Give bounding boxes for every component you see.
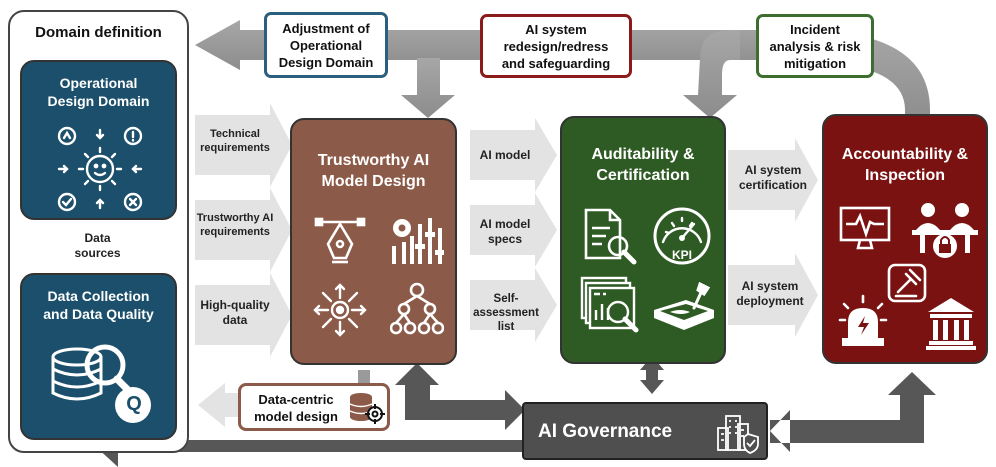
output-ai-model: AI model [479, 148, 531, 162]
odd-title-line1: Operational [59, 75, 138, 91]
governance-title: AI Governance [538, 421, 673, 442]
accountability-panel[interactable]: Accountability & Inspection [822, 114, 988, 364]
settings-sliders-icon [392, 218, 444, 264]
dcq-title-line2: and Data Quality [43, 306, 154, 322]
model-output-arrows [470, 118, 557, 342]
gavel-icon [887, 263, 927, 303]
requirement-arrows [195, 103, 292, 357]
domain-definition-title: Domain definition [35, 24, 162, 41]
data-centric-arrow [198, 383, 240, 427]
odd-title-line2: Design Domain [47, 93, 150, 109]
document-search-icon [584, 208, 637, 265]
auditability-panel[interactable]: Auditability & Certification KPI [560, 116, 726, 364]
system-output-arrows [728, 138, 818, 337]
model-design-title-line2: Model Design [321, 173, 426, 190]
database-magnifier-icon [51, 344, 151, 423]
accountability-title-line1: Accountability & [841, 146, 969, 163]
model-design-panel[interactable]: Trustworthy AI Model Design [290, 118, 457, 365]
governance-panel[interactable]: AI Governance [522, 402, 768, 460]
courthouse-icon [926, 298, 976, 350]
accountability-title-line2: Inspection [864, 167, 945, 184]
auditability-title-line1: Auditability & [591, 146, 695, 163]
dcq-title-line1: Data Collection [47, 288, 150, 304]
meeting-lock-icon [912, 203, 978, 258]
monitor-heartbeat-icon [839, 206, 891, 250]
model-design-title-line1: Trustworthy AI [317, 152, 430, 169]
buildings-shield-icon [717, 415, 759, 454]
pen-tool-icon [314, 217, 366, 264]
chart-magnifier-icon [580, 276, 639, 333]
sandbox-icon [654, 281, 714, 330]
hierarchy-icon [390, 282, 444, 335]
dcq-q-letter: Q [126, 393, 142, 415]
data-collection-panel[interactable]: Data Collection and Data Quality Q [20, 273, 177, 440]
alarm-light-icon [838, 294, 888, 346]
auditability-title-line2: Certification [596, 167, 690, 184]
gear-with-arrows-icon [57, 126, 143, 212]
odd-panel[interactable]: Operational Design Domain [20, 60, 177, 220]
database-target-icon [349, 393, 385, 424]
kpi-text: KPI [671, 248, 692, 262]
gear-network-icon [313, 283, 367, 337]
kpi-gauge-icon [653, 207, 711, 265]
governance-connectors [95, 356, 936, 467]
